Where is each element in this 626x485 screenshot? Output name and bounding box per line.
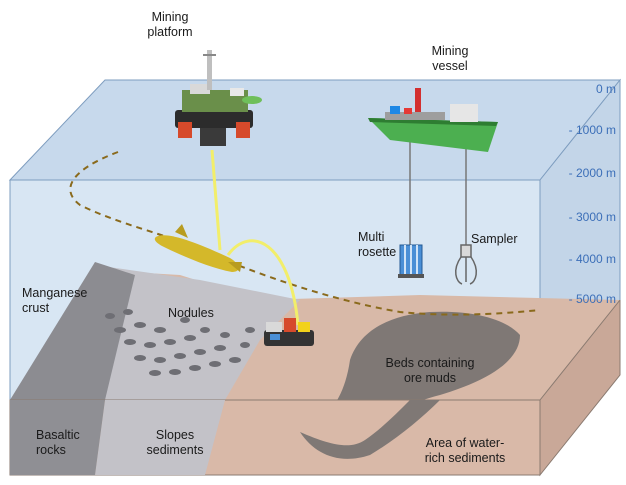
depth-label-4000: - 4000 m: [568, 252, 616, 266]
depth-label-1000: - 1000 m: [568, 123, 616, 137]
label-mining-platform-line2: platform: [147, 25, 193, 39]
label-basaltic-rocks-line1: Basaltic: [36, 428, 80, 442]
label-beds-ore-muds-line2: ore muds: [403, 371, 457, 385]
depth-label-0: 0 m: [595, 82, 616, 96]
label-mining-platform: Mining platform: [140, 10, 200, 40]
label-sampler-text: Sampler: [471, 232, 518, 246]
riser-cable: [210, 149, 222, 251]
label-slopes-sediments: Slopes sediments: [140, 428, 210, 458]
mining-platform-icon: [175, 50, 262, 146]
label-water-rich-sediments-line2: rich sediments: [424, 451, 506, 465]
label-nodules-text: Nodules: [168, 306, 214, 320]
label-slopes-sediments-line1: Slopes: [155, 428, 195, 442]
subseabed-right: [539, 298, 621, 477]
label-multi-rosette: Multi rosette: [358, 230, 396, 260]
label-multi-rosette-line2: rosette: [358, 245, 397, 259]
multi-rosette-icon: [398, 244, 424, 278]
nodules: [105, 309, 255, 376]
label-manganese-crust: Manganese crust: [22, 286, 87, 316]
front-basalt-band: [10, 400, 105, 475]
label-mining-vessel: Mining vessel: [420, 44, 480, 74]
label-slopes-sediments-line2: sediments: [146, 443, 204, 457]
label-basaltic-rocks-line2: rocks: [36, 443, 66, 457]
label-sampler: Sampler: [471, 232, 518, 247]
mining-vessel-icon: [368, 88, 498, 152]
label-nodules: Nodules: [168, 306, 214, 321]
auv-icon: [154, 224, 242, 272]
label-water-rich-sediments: Area of water- rich sediments: [410, 436, 520, 466]
umbilical-cable: [226, 239, 300, 326]
label-manganese-crust-line2: crust: [22, 301, 50, 315]
label-water-rich-sediments-line1: Area of water-: [425, 436, 505, 450]
label-manganese-crust-line1: Manganese: [22, 286, 88, 300]
sampler-icon: [455, 244, 477, 285]
front-ore-band: [300, 400, 440, 459]
manganese-crust-region: [10, 262, 135, 400]
front-slopes-band: [95, 400, 225, 475]
label-basaltic-rocks: Basaltic rocks: [36, 428, 80, 458]
depth-label-3000: - 3000 m: [568, 210, 616, 224]
label-mining-platform-line1: Mining: [151, 10, 189, 24]
depth-label-2000: - 2000 m: [568, 166, 616, 180]
label-mining-vessel-line2: vessel: [432, 59, 468, 73]
water-top-face: [8, 79, 622, 181]
label-mining-vessel-line1: Mining: [431, 44, 469, 58]
label-multi-rosette-line1: Multi: [358, 230, 385, 244]
depth-label-5000: - 5000 m: [568, 292, 616, 306]
label-beds-ore-muds-line1: Beds containing: [385, 356, 475, 370]
crawler-icon: [264, 318, 314, 346]
label-beds-ore-muds: Beds containing ore muds: [375, 356, 485, 386]
